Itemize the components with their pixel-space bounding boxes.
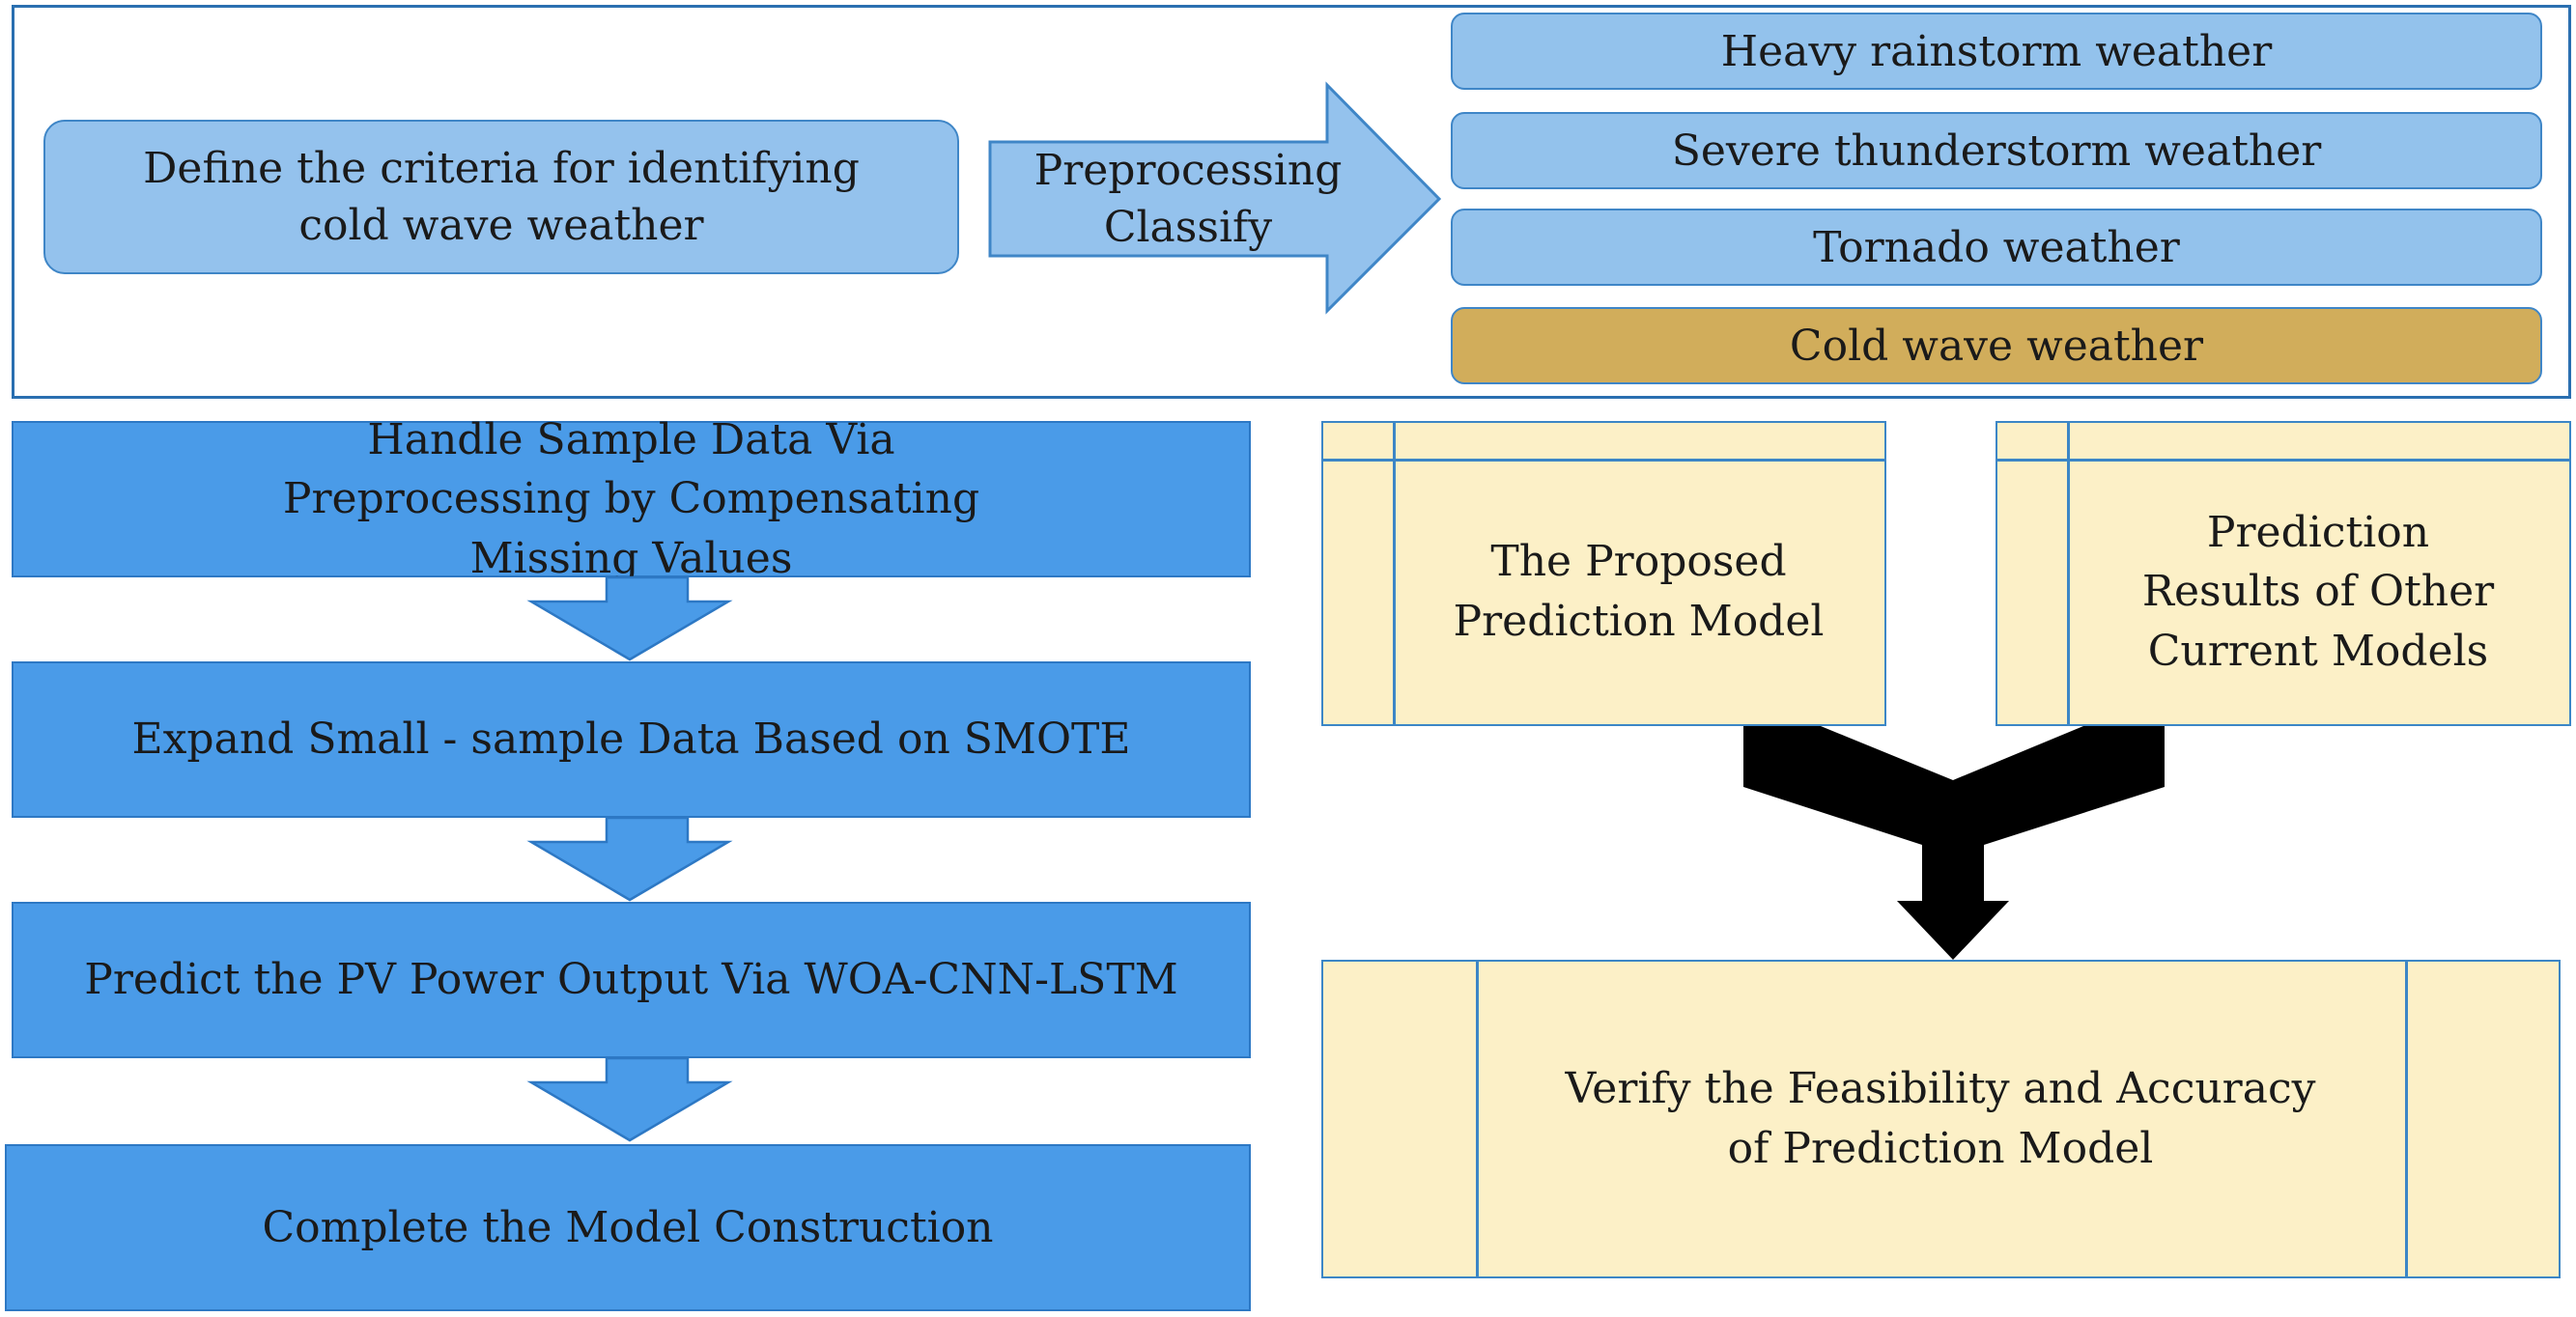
- weather-tornado: Tornado weather: [1451, 209, 2542, 286]
- step-label: Expand Small - sample Data Based on SMOT…: [131, 715, 1131, 765]
- card-margin-line: [1393, 423, 1396, 724]
- classify-label: Classify: [1103, 203, 1273, 252]
- preprocess-label: Preprocessing: [1033, 145, 1343, 195]
- card-verify-text: Verify the Feasibility and Accuracy of P…: [1565, 1064, 2316, 1173]
- down-arrow-1: [526, 575, 733, 661]
- card-others-text: Prediction Results of Other Current Mode…: [2141, 507, 2495, 676]
- weather-label: Tornado weather: [1813, 222, 2180, 272]
- step-label: Predict the PV Power Output Via WOA-CNN-…: [84, 955, 1178, 1005]
- weather-severe-thunderstorm: Severe thunderstorm weather: [1451, 112, 2542, 189]
- card-proposed-model: The Proposed Prediction Model: [1321, 421, 1886, 726]
- step-label: Handle Sample Data Via Preprocessing by …: [282, 414, 980, 583]
- card-verify: Verify the Feasibility and Accuracy of P…: [1321, 960, 2561, 1278]
- weather-label: Cold wave weather: [1789, 321, 2204, 371]
- card-proposed-text-wrap: The Proposed Prediction Model: [1395, 462, 1882, 722]
- step-label: Complete the Model Construction: [262, 1202, 994, 1252]
- card-proposed-text: The Proposed Prediction Model: [1453, 537, 1825, 646]
- preprocess-arrow: Preprocessing Classify: [990, 135, 1386, 263]
- step-expand-smote: Expand Small - sample Data Based on SMOT…: [12, 661, 1251, 818]
- criteria-text: Define the criteria for identifying cold…: [143, 143, 860, 250]
- card-verify-text-wrap: Verify the Feasibility and Accuracy of P…: [1478, 962, 2403, 1276]
- weather-cold-wave: Cold wave weather: [1451, 307, 2542, 384]
- weather-label: Severe thunderstorm weather: [1671, 126, 2322, 176]
- step-predict-woa-cnn-lstm: Predict the PV Power Output Via WOA-CNN-…: [12, 902, 1251, 1058]
- step-handle-sample-data: Handle Sample Data Via Preprocessing by …: [12, 415, 1251, 583]
- card-right-line: [2405, 962, 2408, 1276]
- down-arrow-2: [526, 816, 733, 902]
- card-header-line: [1323, 459, 1884, 462]
- card-others-text-wrap: Prediction Results of Other Current Mode…: [2069, 462, 2567, 722]
- weather-label: Heavy rainstorm weather: [1720, 26, 2273, 76]
- weather-heavy-rainstorm: Heavy rainstorm weather: [1451, 13, 2542, 90]
- step-complete-model: Complete the Model Construction: [5, 1144, 1251, 1311]
- down-arrow-3: [526, 1056, 733, 1142]
- card-header-line: [1997, 459, 2569, 462]
- card-left-line: [1476, 962, 1479, 1276]
- card-other-models: Prediction Results of Other Current Mode…: [1996, 421, 2571, 726]
- card-margin-line: [2067, 423, 2070, 724]
- criteria-box: Define the criteria for identifying cold…: [43, 120, 959, 274]
